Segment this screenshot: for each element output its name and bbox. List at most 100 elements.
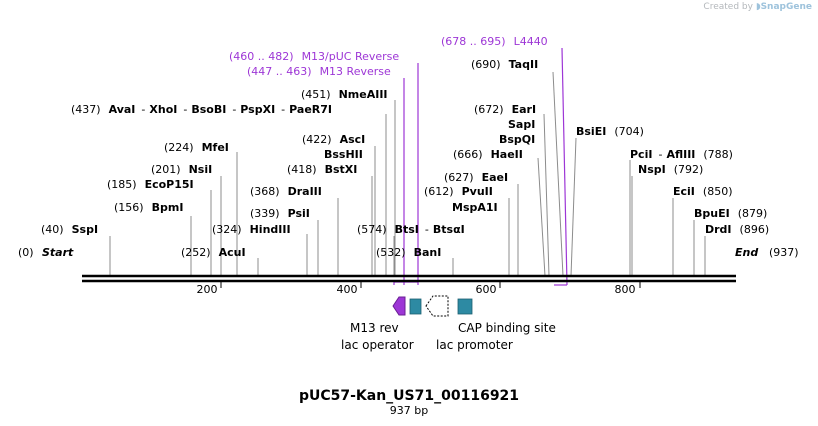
site-pos: (156) xyxy=(114,201,144,214)
site-name-pspxi: PspXI xyxy=(240,103,275,116)
snapgene-logo-icon: ◗ xyxy=(755,2,761,12)
site-label-drdi: DrdI (896) xyxy=(705,223,769,236)
lac-promoter-arrow-icon xyxy=(425,295,449,317)
site-name-taqii: TaqII xyxy=(509,58,539,71)
feature-label-lac-operator: lac operator xyxy=(341,338,414,352)
site-label-bpuei: BpuEI(879) xyxy=(694,207,767,220)
map-ends: (0) Start End (937) xyxy=(18,246,799,259)
primer-name: M13/pUC Reverse xyxy=(302,50,400,63)
site-name-paer7i: PaeR7I xyxy=(289,103,332,116)
plasmid-length: 937 bp xyxy=(390,404,428,417)
site-name-btsi: BtsI xyxy=(395,223,419,236)
site-pos: (612) xyxy=(424,185,454,198)
start-label: Start xyxy=(42,246,74,259)
site-name-bsobi: BsoBI xyxy=(191,103,226,116)
credit-brand: SnapGene xyxy=(760,2,812,12)
site-label-pcii-group: PciI-AflIII(788) xyxy=(630,148,733,161)
site-pos: (339) xyxy=(250,207,280,220)
site-pos: (252) xyxy=(181,246,211,259)
primer-line-l4440 xyxy=(561,47,568,286)
site-pos: (368) xyxy=(250,185,280,198)
feature-label-m13-rev: M13 rev xyxy=(350,321,399,335)
site-name-bsiei: BsiEI xyxy=(576,125,606,138)
site-label-acui: (252)AcuI xyxy=(181,246,246,259)
site-label-nmeaiii: (451) NmeAIII xyxy=(301,88,388,101)
site-name-drdi: DrdI xyxy=(705,223,732,236)
site-label-nspi: NspI (792) xyxy=(638,163,703,176)
site-name-nsii: NsiI xyxy=(189,163,213,176)
site-name-bpmi: BpmI xyxy=(152,201,184,214)
site-label-pvuii: (612)PvuII xyxy=(424,185,493,198)
primer-range: (460 .. 482) xyxy=(229,50,294,63)
site-pos: (451) xyxy=(301,88,331,101)
m13-rev-arrow-icon xyxy=(392,296,406,316)
site-label-hindiii: (324)HindIII xyxy=(212,223,291,236)
site-label-bstxi: (418)BstXI xyxy=(287,163,357,176)
site-label-avai-group: (437)AvaI-XhoI-BsoBI-PspXI-PaeR7I xyxy=(71,103,332,116)
site-label-bsshii: BssHII xyxy=(324,148,363,161)
site-label-psii: (339)PsiI xyxy=(250,207,310,220)
site-name-eaei: EaeI xyxy=(482,171,509,184)
site-name-ecii: EciI xyxy=(673,185,695,198)
cut-site-lines xyxy=(109,71,706,277)
primer-range: (447 .. 463) xyxy=(247,65,312,78)
site-label-bpmi: (156) BpmI xyxy=(114,201,183,214)
site-name-nmeaiii: NmeAIII xyxy=(339,88,388,101)
site-label-haeii: (666)HaeII xyxy=(453,148,523,161)
site-label-bspqi: BspQI xyxy=(499,133,535,146)
site-name-eari: EarI xyxy=(512,103,536,116)
site-label-mspa1i: MspA1I xyxy=(452,201,498,214)
site-pos: (850) xyxy=(703,185,733,198)
site-name-pcii: PciI xyxy=(630,148,652,161)
site-pos: (574) xyxy=(357,223,387,236)
end-label: End xyxy=(735,246,758,259)
plasmid-title: pUC57-Kan_US71_00116921 xyxy=(299,388,519,404)
site-name-mfei: MfeI xyxy=(202,141,229,154)
site-label-taqii: (690) TaqII xyxy=(471,58,538,71)
site-name-btsai: BtsαI xyxy=(433,223,465,236)
feature-label-lac-promoter: lac promoter xyxy=(436,338,513,352)
site-pos: (792) xyxy=(674,163,704,176)
snapgene-credit: Created by ◗SnapGene xyxy=(703,2,812,12)
primer-name: M13 Reverse xyxy=(320,65,391,78)
sequence-backbone xyxy=(82,274,736,283)
site-name-afliii: AflIII xyxy=(666,148,695,161)
site-pos: (185) xyxy=(107,178,137,191)
site-label-bsiei: BsiEI (704) xyxy=(576,125,644,138)
site-label-draiii: (368) DraIII xyxy=(250,185,322,198)
feature-label-cap-binding-site: CAP binding site xyxy=(458,321,556,335)
primer-range: (678 .. 695) xyxy=(441,35,506,48)
site-pos: (422) xyxy=(302,133,332,146)
site-line-taqii xyxy=(552,71,564,277)
site-label-mfei: (224) MfeI xyxy=(164,141,229,154)
primer-label-m13-puc-reverse: (460 .. 482) M13/pUC Reverse xyxy=(229,50,399,63)
site-pos: (532) xyxy=(376,246,406,259)
site-line-bsiei xyxy=(570,137,577,277)
site-pos: (666) xyxy=(453,148,483,161)
site-name-ecop15i: EcoP15I xyxy=(145,178,194,191)
site-pos: (627) xyxy=(444,171,474,184)
site-name-xhoi: XhoI xyxy=(149,103,177,116)
site-pos: (201) xyxy=(151,163,181,176)
primer-labels: (460 .. 482) M13/pUC Reverse (447 .. 463)… xyxy=(229,35,548,78)
site-label-ecii: EciI (850) xyxy=(673,185,733,198)
site-pos: (788) xyxy=(703,148,733,161)
site-pos: (690) xyxy=(471,58,501,71)
site-pos: (224) xyxy=(164,141,194,154)
site-pos: (324) xyxy=(212,223,242,236)
site-pos: (40) xyxy=(41,223,64,236)
site-pos: (896) xyxy=(740,223,770,236)
site-name-draiii: DraIII xyxy=(288,185,322,198)
credit-prefix: Created by xyxy=(703,2,753,12)
site-name-nspi: NspI xyxy=(638,163,666,176)
site-pos: (704) xyxy=(614,125,644,138)
ruler-label-600: 600 xyxy=(476,283,497,296)
site-pos: (879) xyxy=(738,207,768,220)
site-label-sapi: SapI xyxy=(508,118,535,131)
site-label-nsii: (201) NsiI xyxy=(151,163,212,176)
site-name-bstxi: BstXI xyxy=(325,163,358,176)
site-label-sspi: (40)SspI xyxy=(41,223,98,236)
primer-label-m13-reverse: (447 .. 463) M13 Reverse xyxy=(247,65,391,78)
site-pos: (437) xyxy=(71,103,101,116)
